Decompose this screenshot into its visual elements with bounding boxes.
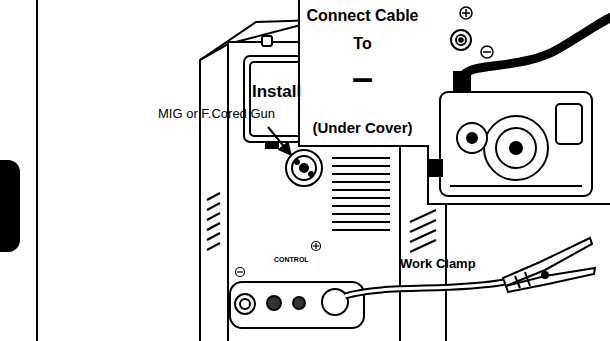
gun-socket bbox=[286, 150, 322, 186]
positive-symbol bbox=[312, 242, 321, 251]
part-label: MIG or F.Cored Gun bbox=[158, 106, 275, 121]
work-cable bbox=[345, 282, 505, 296]
inset-ground bbox=[298, 0, 610, 205]
panel-outline bbox=[298, 0, 610, 205]
panel-text: (Under Cover) bbox=[300, 118, 425, 138]
panel-text: – bbox=[300, 58, 425, 98]
part-label: Install bbox=[252, 82, 301, 102]
inset-panel: Connect Cable To– (Under Cover) bbox=[298, 0, 610, 205]
inset-terminal bbox=[451, 7, 493, 58]
front-grille bbox=[332, 158, 390, 230]
work-clamp bbox=[503, 238, 595, 292]
side-vents bbox=[207, 193, 436, 252]
leader-arrow bbox=[268, 127, 291, 155]
part-label: CONTROL bbox=[274, 256, 309, 263]
part-label: Work Clamp bbox=[400, 256, 476, 271]
panel-text: Connect Cable To bbox=[300, 2, 425, 58]
drive-mechanism bbox=[430, 72, 592, 196]
previous-panel bbox=[0, 0, 37, 341]
inset-cable bbox=[462, 16, 610, 78]
negative-symbol bbox=[236, 268, 245, 277]
control-panel bbox=[230, 282, 364, 328]
panel-border bbox=[299, 0, 610, 204]
